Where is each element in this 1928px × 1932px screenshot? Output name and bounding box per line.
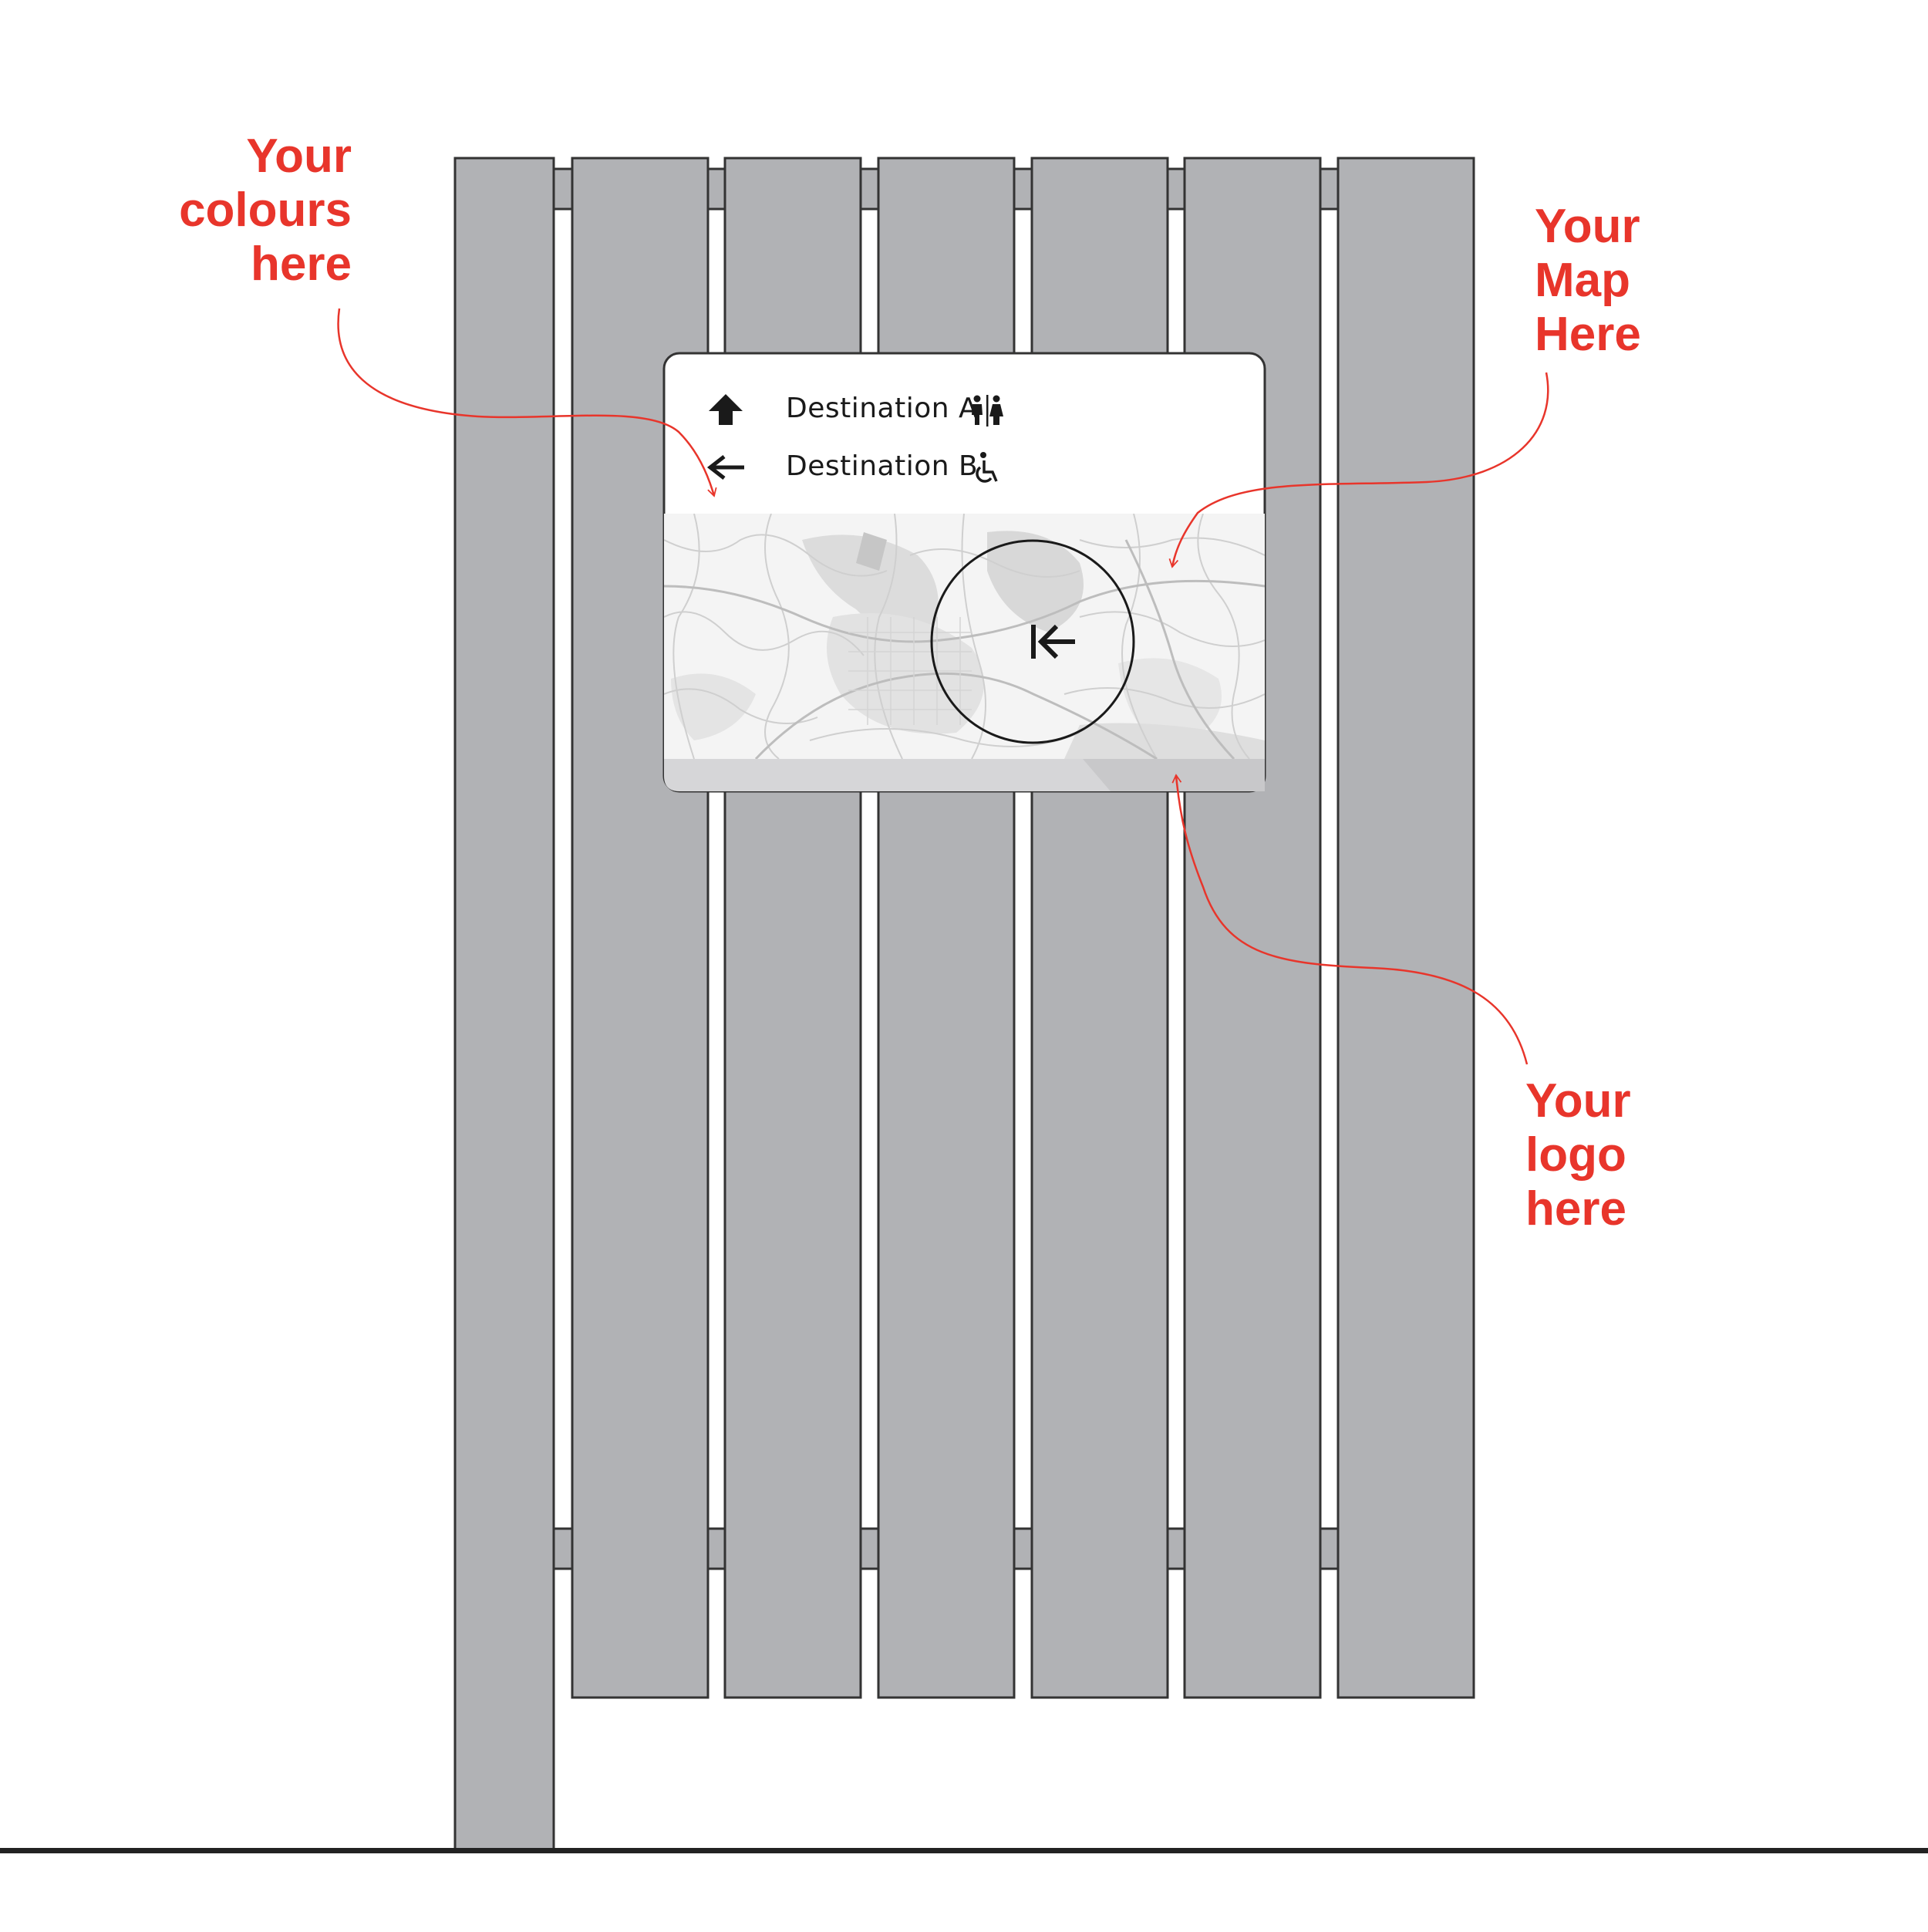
logo-annotation-line-1: Your <box>1525 1074 1631 1128</box>
map-area <box>664 514 1265 759</box>
map-annotation-line-3: Here <box>1535 308 1641 361</box>
colours-annotation-line-1: Your <box>246 130 352 183</box>
logo-annotation-line-2: logo <box>1525 1128 1626 1182</box>
map-annotation-line-2: Map <box>1535 254 1630 307</box>
colours-annotation-line-2: colours <box>179 184 352 237</box>
you-are-here-arrow-icon <box>1031 624 1075 659</box>
wheelchair-icon <box>976 452 998 483</box>
logo-annotation: Your logo here <box>1525 1074 1718 1236</box>
wayfinding-sign <box>662 352 1266 793</box>
colours-annotation-line-3: here <box>251 238 352 291</box>
map-annotation-line-1: Your <box>1535 200 1640 253</box>
destination-a-label: Destination A <box>786 393 979 424</box>
map-annotation: Your Map Here <box>1535 200 1727 362</box>
you-are-here-circle <box>930 539 1135 744</box>
logo-strip-accent <box>1083 759 1265 791</box>
colours-annotation: Your colours here <box>170 130 352 292</box>
map-leader-line <box>1168 372 1549 568</box>
logo-annotation-line-3: here <box>1525 1182 1626 1236</box>
support-post <box>453 157 555 1851</box>
toilets-icon <box>972 395 1003 427</box>
slat-6 <box>1336 157 1475 1699</box>
destination-b-label: Destination B <box>786 450 979 482</box>
arrow-left-icon <box>706 455 744 480</box>
arrow-up-icon <box>709 394 743 425</box>
colours-leader-line <box>337 308 717 497</box>
ground-line <box>0 1848 1928 1853</box>
logo-leader-line <box>1171 774 1529 1065</box>
